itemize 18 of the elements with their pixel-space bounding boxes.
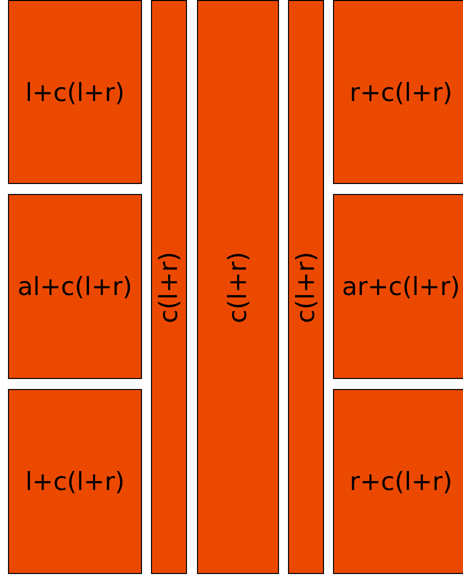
vertical-column [288, 0, 324, 574]
block-box [8, 0, 142, 184]
block-box [333, 194, 463, 379]
block-box [333, 389, 463, 574]
vertical-column [151, 0, 187, 574]
block-label: c(l+r) [226, 251, 250, 323]
block-label: al+c(l+r) [18, 274, 132, 299]
block-label: l+c(l+r) [25, 80, 125, 104]
vertical-column [197, 0, 279, 574]
block-box [333, 0, 463, 184]
block-label: c(l+r) [294, 251, 318, 323]
block-label: ar+c(l+r) [342, 274, 460, 299]
block-label: r+c(l+r) [350, 80, 452, 104]
block-label: c(l+r) [156, 251, 182, 323]
block-box [8, 194, 142, 379]
block-label: r+c(l+r) [350, 469, 452, 494]
block-label: l+c(l+r) [25, 469, 125, 494]
block-box [8, 389, 142, 574]
